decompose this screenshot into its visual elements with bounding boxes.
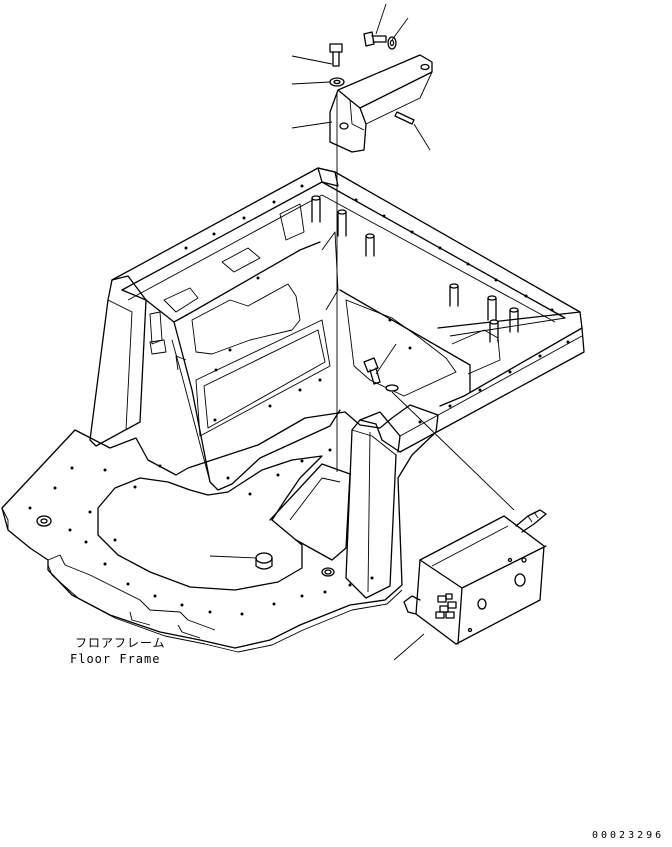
drawing-number: 00023296 [592, 830, 665, 841]
controller-box [403, 509, 547, 645]
studs [311, 195, 519, 343]
floor-frame-label-en: Floor Frame [70, 652, 161, 666]
support-frame [89, 167, 585, 599]
leader-lines [209, 3, 431, 661]
floor-frame-plate [1, 404, 439, 653]
floor-frame-label-jp: フロアフレーム [75, 636, 166, 650]
bracket-assembly [329, 31, 433, 472]
frame-holes [184, 184, 570, 424]
rubber-plug [255, 552, 273, 570]
plate-holes [28, 448, 374, 616]
mid-fasteners [363, 357, 515, 511]
